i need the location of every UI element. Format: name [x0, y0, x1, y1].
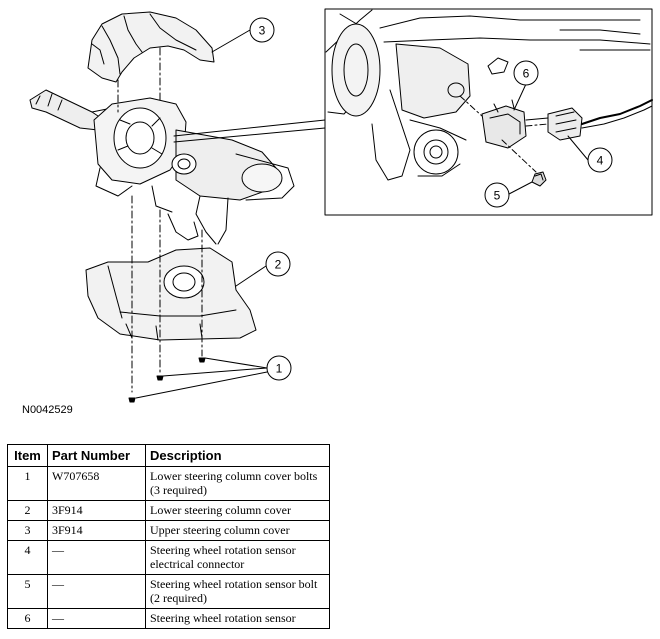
cell-description: Steering wheel rotation sensor — [145, 608, 330, 629]
steering-column-body — [151, 129, 295, 245]
callout-circles — [249, 17, 613, 381]
table-row: 4 — Steering wheel rotation sensor elect… — [7, 540, 330, 575]
table-row: 3 3F914 Upper steering column cover — [7, 520, 330, 541]
figure-id-label: N0042529 — [22, 404, 73, 416]
header-item: Item — [7, 444, 48, 467]
cell-part-number: — — [47, 540, 146, 575]
cell-part-number: W707658 — [47, 466, 146, 501]
table-row: 6 — Steering wheel rotation sensor — [7, 608, 330, 629]
header-part-number: Part Number — [47, 444, 146, 467]
cell-part-number: — — [47, 608, 146, 629]
callout-5: 5 — [494, 189, 501, 203]
cell-item: 6 — [7, 608, 48, 629]
callout-1: 1 — [276, 362, 283, 376]
cell-part-number: 3F914 — [47, 520, 146, 541]
table-row: 2 3F914 Lower steering column cover — [7, 500, 330, 521]
cell-item: 5 — [7, 574, 48, 609]
parts-table: Item Part Number Description 1 W707658 L… — [7, 444, 330, 629]
callout-4: 4 — [597, 154, 604, 168]
cell-description: Upper steering column cover — [145, 520, 330, 541]
cover-bolts — [128, 357, 206, 403]
cell-description: Steering wheel rotation sensor electrica… — [145, 540, 330, 575]
detail-view — [325, 9, 653, 187]
table-header-row: Item Part Number Description — [7, 444, 330, 467]
callout-leaders — [135, 29, 589, 399]
clockspring-assembly — [93, 97, 187, 197]
cell-item: 1 — [7, 466, 48, 501]
callout-6: 6 — [523, 67, 530, 81]
callout-2: 2 — [275, 258, 282, 272]
cell-description: Lower steering column cover bolts (3 req… — [145, 466, 330, 501]
cell-item: 3 — [7, 520, 48, 541]
upper-column-cover — [87, 11, 215, 83]
header-description: Description — [145, 444, 330, 467]
cell-part-number: 3F914 — [47, 500, 146, 521]
lower-column-cover — [85, 247, 257, 341]
cell-item: 4 — [7, 540, 48, 575]
cell-item: 2 — [7, 500, 48, 521]
detail-guide-lines — [459, 95, 549, 173]
exploded-view-illustration: 3 2 1 4 5 6 — [29, 8, 653, 403]
callout-3: 3 — [259, 24, 266, 38]
cell-description: Lower steering column cover — [145, 500, 330, 521]
assembly-guide-lines — [117, 47, 203, 393]
cell-part-number: — — [47, 574, 146, 609]
cell-description: Steering wheel rotation sensor bolt (2 r… — [145, 574, 330, 609]
table-row: 1 W707658 Lower steering column cover bo… — [7, 466, 330, 501]
table-row: 5 — Steering wheel rotation sensor bolt … — [7, 574, 330, 609]
detail-link-line — [173, 127, 326, 143]
